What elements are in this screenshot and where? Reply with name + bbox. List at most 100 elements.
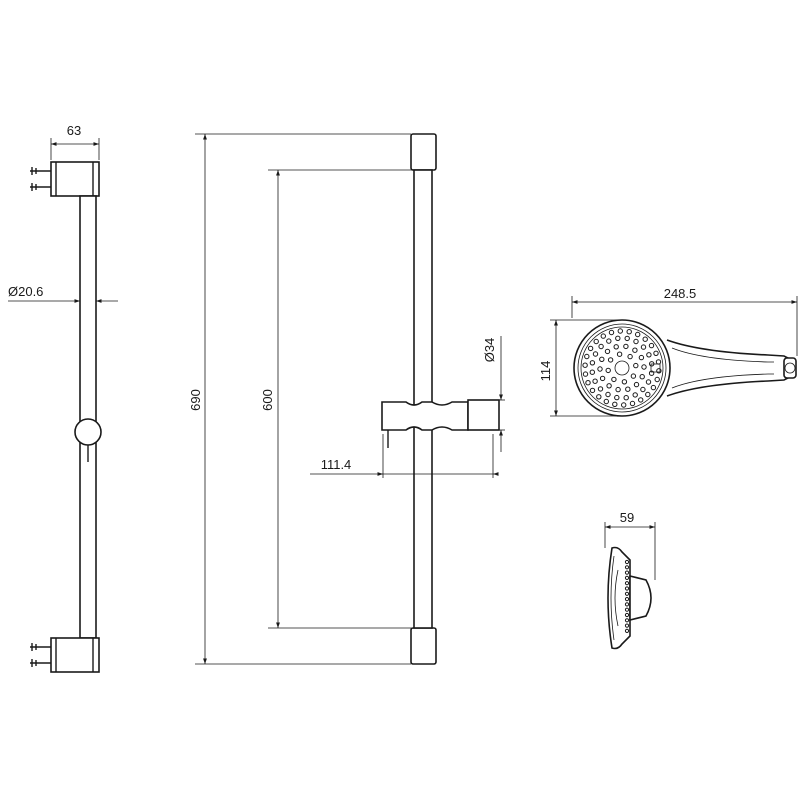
holder-cradle bbox=[467, 399, 500, 431]
spray-nozzle bbox=[617, 328, 623, 334]
dimension-head-depth: 59 bbox=[604, 510, 656, 580]
spray-nozzle bbox=[606, 338, 612, 344]
head-side-neck bbox=[629, 574, 652, 622]
spray-nozzle bbox=[597, 366, 603, 372]
spray-nozzle bbox=[655, 359, 662, 365]
spray-nozzle bbox=[648, 342, 655, 349]
spray-nozzle bbox=[605, 391, 611, 398]
top-screws bbox=[30, 167, 51, 191]
spray-nozzle bbox=[589, 369, 595, 375]
spray-nozzle bbox=[593, 338, 599, 345]
spray-nozzle bbox=[632, 392, 638, 398]
spray-nozzle bbox=[607, 357, 614, 363]
spray-nozzle bbox=[599, 356, 605, 362]
spray-nozzle bbox=[646, 352, 652, 358]
front-rail bbox=[413, 169, 433, 629]
spray-nozzle bbox=[642, 336, 648, 342]
side-nozzle bbox=[624, 559, 630, 565]
spray-nozzle bbox=[587, 345, 594, 352]
spray-nozzle bbox=[635, 331, 641, 338]
spray-nozzle bbox=[640, 386, 646, 393]
dimension-hole-spacing: 600 bbox=[260, 169, 414, 629]
dimension-holder-projection: 111.4 bbox=[310, 434, 499, 478]
spray-nozzle bbox=[633, 362, 639, 369]
spray-nozzle bbox=[623, 395, 629, 401]
spray-nozzle bbox=[645, 379, 652, 385]
spray-nozzle bbox=[614, 394, 620, 401]
side-nozzle-row bbox=[624, 559, 630, 634]
side-nozzle bbox=[624, 586, 630, 591]
spray-nozzle bbox=[589, 360, 596, 366]
dimension-bracket-width: 63 bbox=[50, 123, 100, 160]
spray-nozzle bbox=[605, 367, 611, 374]
spray-nozzle bbox=[589, 387, 596, 394]
spray-nozzle bbox=[596, 394, 602, 400]
bottom-end-cap bbox=[410, 627, 437, 665]
side-nozzle bbox=[624, 612, 630, 618]
spray-nozzle bbox=[645, 391, 651, 398]
spray-nozzle bbox=[629, 400, 636, 407]
nozzle-pattern bbox=[582, 328, 662, 408]
spray-nozzle bbox=[621, 402, 627, 408]
spray-nozzle bbox=[638, 397, 644, 403]
total-height-label: 690 bbox=[188, 389, 203, 411]
spray-nozzle bbox=[633, 381, 640, 388]
spray-nozzle bbox=[626, 329, 632, 335]
side-nozzle bbox=[624, 628, 630, 634]
spray-nozzle bbox=[616, 351, 623, 357]
side-rail bbox=[79, 195, 97, 639]
spray-nozzle bbox=[624, 335, 630, 342]
head-diameter-label: 114 bbox=[538, 361, 553, 382]
spray-nozzle bbox=[639, 374, 645, 380]
spray-nozzle bbox=[654, 376, 660, 383]
spray-nozzle bbox=[582, 371, 589, 377]
dimension-rail-diameter: Ø20.6 bbox=[8, 284, 118, 303]
spray-nozzle bbox=[608, 329, 615, 336]
bottom-screws bbox=[30, 643, 51, 667]
spray-nozzle bbox=[611, 376, 617, 383]
side-nozzle bbox=[624, 602, 630, 607]
front-view: 690 600 Ø34 111.4 bbox=[188, 133, 505, 665]
center-nozzle bbox=[614, 360, 630, 376]
spray-nozzle bbox=[641, 364, 647, 370]
spray-nozzle bbox=[584, 353, 590, 360]
spray-nozzle bbox=[621, 379, 628, 385]
spray-nozzle bbox=[597, 386, 604, 392]
side-nozzle bbox=[624, 565, 630, 570]
handset-handle bbox=[666, 339, 793, 397]
side-nozzle bbox=[624, 575, 630, 581]
spray-nozzle bbox=[633, 338, 639, 345]
spray-nozzle bbox=[592, 351, 599, 357]
top-wall-bracket bbox=[50, 161, 100, 197]
holder-diameter-label: Ø34 bbox=[482, 338, 497, 363]
slider-knob bbox=[74, 418, 102, 446]
spray-nozzle bbox=[640, 344, 647, 350]
top-end-cap bbox=[410, 133, 437, 171]
spray-nozzle bbox=[606, 383, 612, 389]
side-nozzle bbox=[624, 607, 630, 612]
hole-spacing-label: 600 bbox=[260, 389, 275, 411]
spray-nozzle bbox=[625, 386, 631, 392]
side-nozzle bbox=[624, 597, 630, 602]
side-nozzle bbox=[624, 623, 630, 628]
spray-nozzle bbox=[632, 347, 638, 353]
dimension-total-height: 690 bbox=[188, 133, 411, 665]
bracket-width-label: 63 bbox=[67, 123, 81, 138]
spray-nozzle bbox=[623, 343, 629, 350]
spray-nozzle bbox=[592, 378, 598, 384]
side-nozzle bbox=[624, 581, 630, 586]
spray-nozzle bbox=[615, 386, 621, 393]
spray-nozzle bbox=[582, 362, 588, 368]
dimension-holder-diameter: Ø34 bbox=[482, 336, 505, 452]
handset-front-view: 248.5 114 bbox=[538, 286, 798, 417]
spray-nozzle bbox=[600, 333, 606, 339]
rail-diameter-label: Ø20.6 bbox=[8, 284, 43, 299]
handset-holder bbox=[381, 399, 500, 448]
dimension-handset-length: 248.5 bbox=[571, 286, 798, 356]
spray-nozzle bbox=[585, 380, 591, 386]
handset-length-label: 248.5 bbox=[664, 286, 697, 301]
handle-connector bbox=[783, 357, 797, 379]
side-nozzle bbox=[624, 570, 630, 575]
dimension-head-diameter: 114 bbox=[538, 319, 620, 417]
